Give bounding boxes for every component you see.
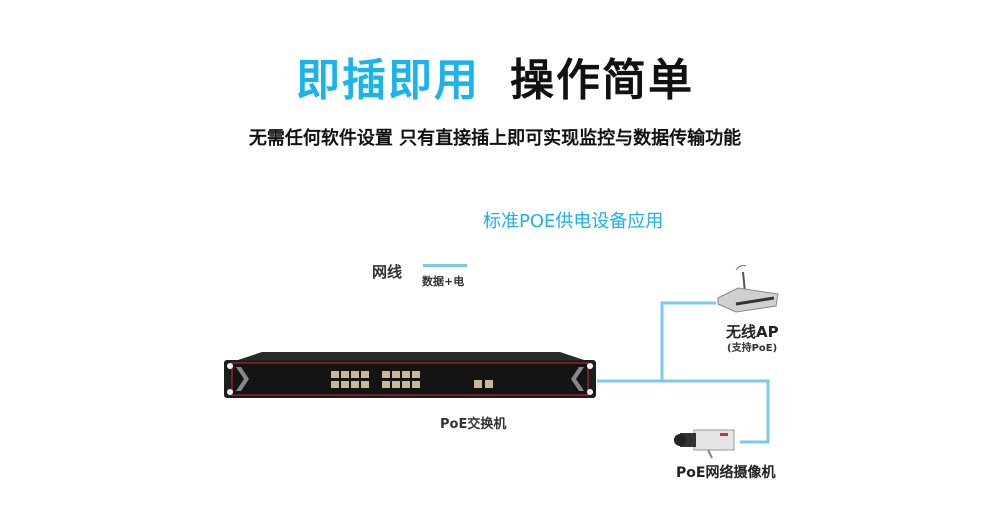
switch-label: PoE交换机 <box>440 417 507 432</box>
ap-sublabel: (支持PoE) <box>727 343 778 354</box>
cable-to-ap <box>660 301 716 381</box>
camera-label: PoE网络摄像机 <box>676 465 776 481</box>
legend-line <box>423 264 467 267</box>
subtitle: 无需任何软件设置 只有直接插上即可实现监控与数据传输功能 <box>248 128 742 149</box>
legend-label: 网线 <box>372 263 403 281</box>
diagram-heading: 标准POE供电设备应用 <box>483 211 664 232</box>
title-rest: 操作简单 <box>510 55 694 106</box>
poe-switch-icon <box>224 352 596 398</box>
legend-description: 数据+电 <box>422 275 465 288</box>
cable-to-camera <box>597 379 770 444</box>
cable-lines <box>597 301 770 444</box>
wireless-ap-icon <box>717 265 779 313</box>
ap-label: 无线AP <box>726 323 779 341</box>
ip-camera-icon <box>674 429 735 459</box>
page-title: 即插即用操作简单 <box>0 44 990 108</box>
title-highlight: 即插即用 <box>296 55 480 106</box>
